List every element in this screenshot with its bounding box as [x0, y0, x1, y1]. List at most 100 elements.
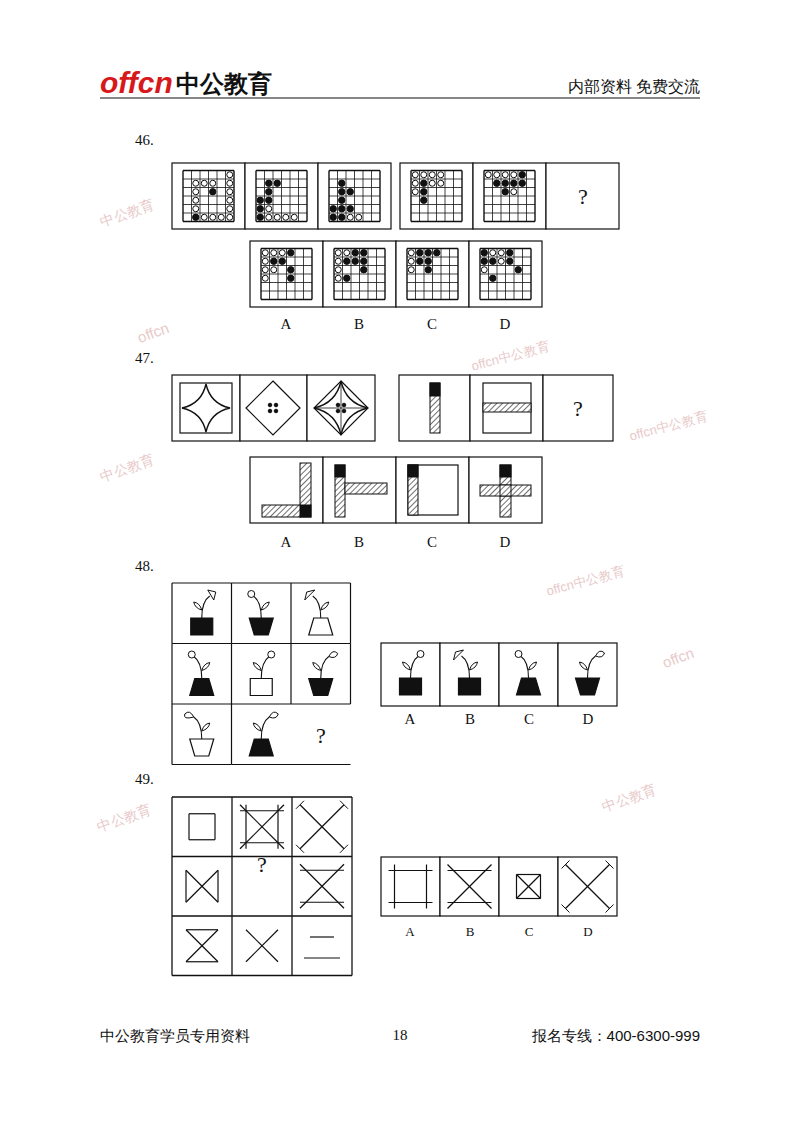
- stroke: [172, 703, 232, 704]
- frame: [335, 465, 345, 477]
- stroke: [566, 865, 610, 909]
- stroke: [340, 845, 348, 853]
- shape: [309, 618, 333, 635]
- question-number: 46.: [135, 132, 154, 149]
- stroke: [407, 274, 458, 275]
- stroke: [351, 797, 352, 976]
- frame: [307, 375, 375, 441]
- dot: [352, 250, 358, 256]
- stroke: [526, 171, 527, 222]
- frame: [440, 643, 499, 706]
- stroke: [411, 204, 462, 205]
- dot: [429, 172, 435, 178]
- frame: [172, 163, 245, 229]
- dot: [511, 189, 517, 195]
- stroke: [514, 249, 515, 300]
- dot: [515, 267, 521, 273]
- dot: [490, 258, 496, 264]
- question-mark: ?: [578, 184, 588, 209]
- stroke: [172, 796, 352, 797]
- dot: [227, 172, 233, 178]
- shape: [588, 656, 596, 678]
- stroke: [534, 171, 535, 222]
- shape: [313, 663, 321, 671]
- logo-text: 中公教育: [176, 70, 272, 98]
- option-letter: D: [583, 925, 592, 940]
- watermark: 中公教育: [95, 801, 153, 835]
- dot: [274, 214, 280, 220]
- question-number: 47.: [135, 350, 154, 367]
- dot: [227, 189, 233, 195]
- frame: [396, 457, 469, 523]
- dot: [425, 258, 431, 264]
- frame: [345, 483, 387, 494]
- stroke: [540, 875, 541, 899]
- stroke: [300, 805, 344, 849]
- frame: [546, 163, 619, 229]
- stroke: [566, 865, 610, 909]
- shape: [190, 679, 214, 696]
- shape: [202, 723, 210, 731]
- option-letter: B: [465, 711, 475, 728]
- stroke: [484, 213, 535, 214]
- stroke: [246, 930, 278, 962]
- dot: [344, 258, 350, 264]
- stroke: [291, 582, 351, 583]
- header-note: 内部资料 免费交流: [568, 78, 700, 96]
- dot: [339, 206, 345, 212]
- dot: [515, 651, 522, 658]
- footer-text: 18: [393, 1027, 408, 1044]
- stroke: [240, 805, 284, 849]
- shape: [249, 739, 273, 756]
- shape: [454, 650, 464, 660]
- shape: [400, 678, 422, 695]
- dot: [279, 258, 285, 264]
- stroke: [171, 583, 172, 644]
- dot: [193, 180, 199, 186]
- stroke: [304, 957, 340, 958]
- dot: [481, 267, 487, 273]
- frame: [408, 465, 418, 477]
- dot: [279, 250, 285, 256]
- stroke: [411, 196, 462, 197]
- stroke: [300, 864, 344, 908]
- stroke: [291, 764, 351, 765]
- stroke: [530, 249, 531, 300]
- frame: [381, 857, 440, 916]
- stroke: [256, 221, 307, 222]
- shape: [596, 651, 605, 657]
- stroke: [562, 861, 570, 869]
- dot: [330, 214, 336, 220]
- stroke: [183, 204, 234, 205]
- dot: [344, 275, 350, 281]
- stroke: [518, 171, 519, 222]
- stroke: [296, 801, 304, 809]
- frame: [500, 465, 511, 517]
- stroke: [363, 171, 364, 222]
- stroke: [100, 97, 700, 98]
- stroke: [411, 221, 462, 222]
- dot: [210, 189, 216, 195]
- stroke: [484, 204, 535, 205]
- stroke: [231, 583, 232, 644]
- dot: [262, 250, 268, 256]
- option-letter: C: [524, 711, 534, 728]
- dot: [262, 275, 268, 281]
- dot: [257, 197, 263, 203]
- dot: [347, 214, 353, 220]
- frame: [400, 163, 473, 229]
- stroke: [261, 299, 312, 300]
- frame: [335, 465, 345, 517]
- stroke: [186, 870, 218, 902]
- dot: [347, 206, 353, 212]
- shape: [194, 717, 202, 739]
- dot: [494, 172, 500, 178]
- shape: [313, 596, 321, 618]
- dot: [498, 258, 504, 264]
- stroke: [457, 249, 458, 300]
- shape: [182, 384, 230, 432]
- dot: [511, 180, 517, 186]
- watermark: offcn: [135, 319, 171, 346]
- frame: [558, 857, 617, 916]
